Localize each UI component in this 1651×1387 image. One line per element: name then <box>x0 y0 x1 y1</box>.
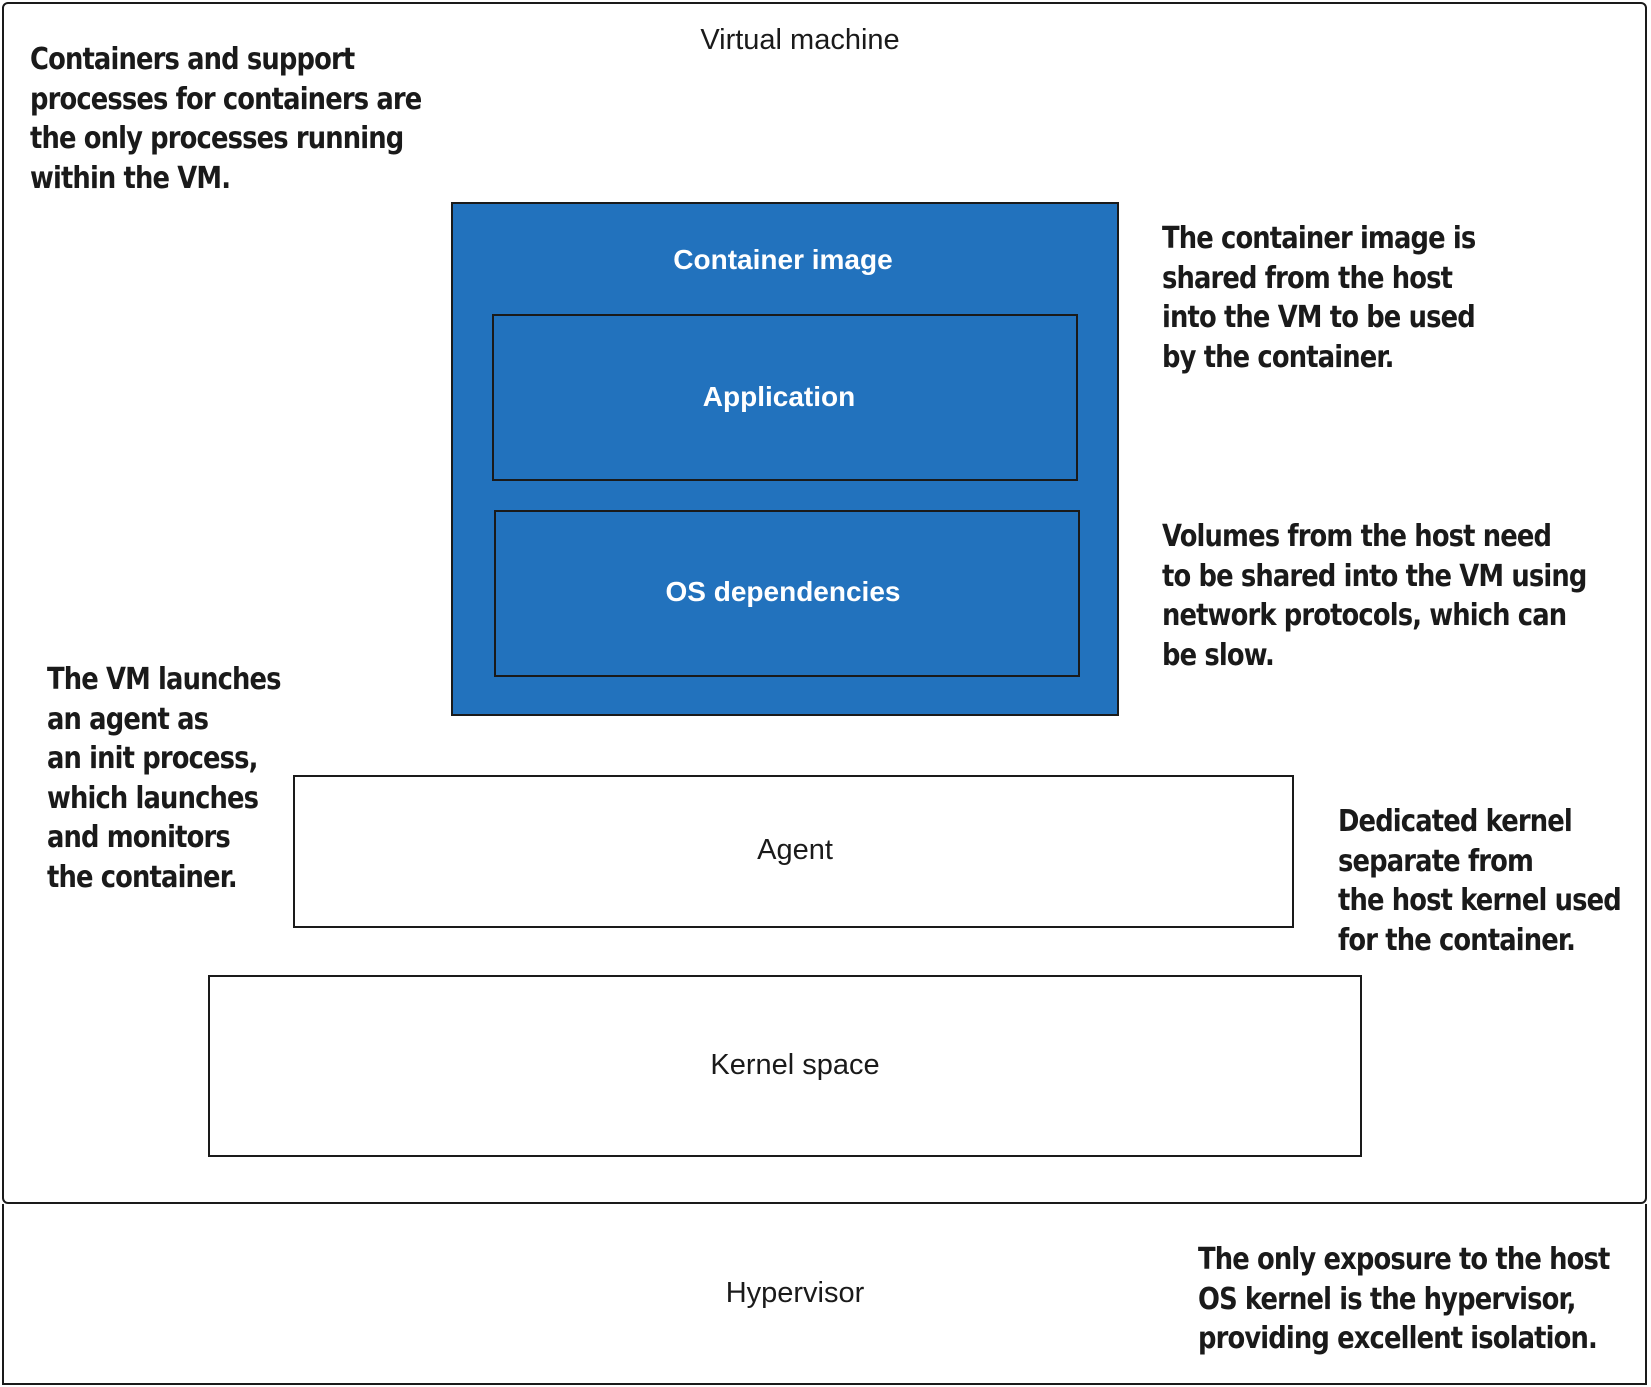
hypervisor-note-line: OS kernel is the hypervisor, <box>1198 1281 1576 1317</box>
agent-label: Agent <box>757 834 833 866</box>
agent-note-line: an agent as <box>47 701 209 737</box>
hypervisor-note-line: The only exposure to the host <box>1198 1242 1610 1277</box>
kernel-note-line: for the container. <box>1338 922 1576 958</box>
agent-note-line: the container. <box>47 859 238 895</box>
container-image-note: The container image is shared from the h… <box>1162 219 1476 377</box>
containers-note-line: within the VM. <box>30 160 231 196</box>
volumes-note-line: to be shared into the VM using <box>1162 558 1587 594</box>
agent-note-line: The VM launches <box>47 662 282 697</box>
container-image-label: Container image <box>673 244 893 275</box>
volumes-note-line: be slow. <box>1162 637 1275 673</box>
containers-note-line: Containers and support <box>30 42 355 77</box>
container-image-note-line: into the VM to be used <box>1162 300 1476 335</box>
hypervisor-label: Hypervisor <box>725 1277 865 1309</box>
os-dependencies-label: OS dependencies <box>665 576 901 607</box>
kernel-note-line: separate from <box>1338 843 1534 879</box>
containers-note: Containers and support processes for con… <box>30 40 422 198</box>
kernel-space-box <box>208 975 1362 1157</box>
containers-note-line: processes for containers are <box>30 81 422 117</box>
container-image-note-line: The container image is <box>1162 221 1476 256</box>
hypervisor-note: The only exposure to the host OS kernel … <box>1198 1240 1610 1359</box>
container-image-note-line: shared from the host <box>1162 260 1453 296</box>
hypervisor-note-line: providing excellent isolation. <box>1198 1321 1598 1356</box>
hypervisor-box <box>2 1204 1647 1385</box>
application-box <box>492 314 1078 481</box>
agent-note: The VM launches an agent as an init proc… <box>47 660 282 897</box>
kernel-note-line: Dedicated kernel <box>1338 804 1573 839</box>
agent-note-line: and monitors <box>47 820 231 855</box>
containers-note-line: the only processes running <box>30 121 404 156</box>
agent-note-line: an init process, <box>47 741 258 776</box>
volumes-note-line: network protocols, which can <box>1162 598 1567 633</box>
volumes-note-line: Volumes from the host need <box>1162 519 1552 554</box>
volumes-note: Volumes from the host need to be shared … <box>1162 517 1587 675</box>
application-label: Application <box>702 381 856 412</box>
virtual-machine-label: Virtual machine <box>700 24 900 56</box>
os-dependencies-box <box>494 510 1080 677</box>
agent-note-line: which launches <box>47 780 259 816</box>
container-image-note-line: by the container. <box>1162 339 1394 375</box>
agent-box <box>293 775 1294 928</box>
kernel-space-label: Kernel space <box>710 1049 880 1081</box>
kernel-note: Dedicated kernel separate from the host … <box>1338 802 1622 960</box>
kernel-note-line: the host kernel used <box>1338 883 1622 918</box>
